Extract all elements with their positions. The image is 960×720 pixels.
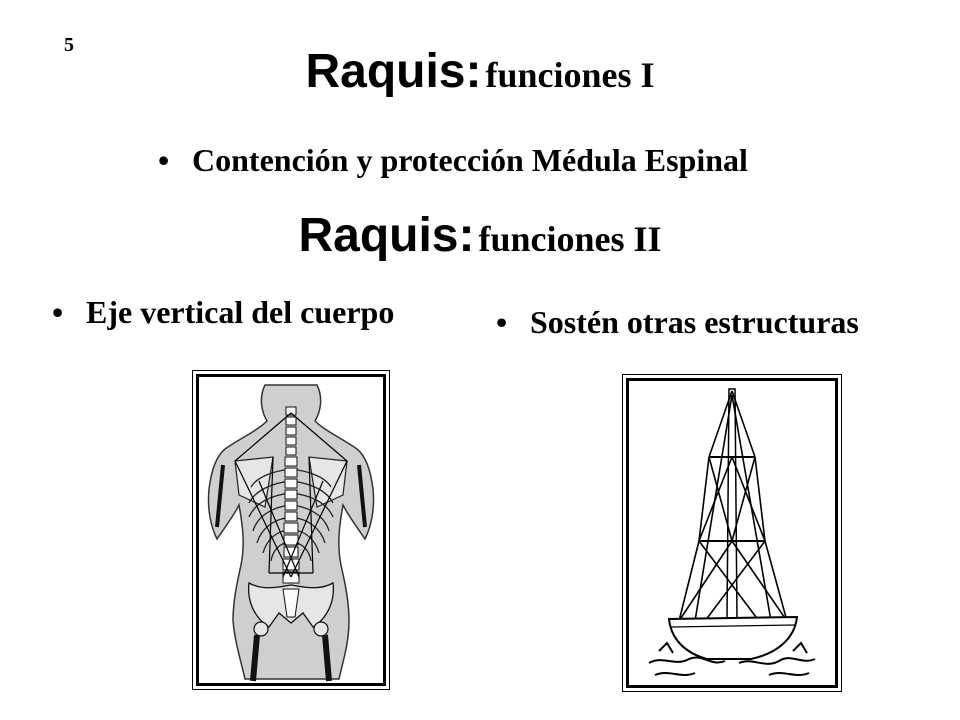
bullet-vertical-axis: • Eje vertical del cuerpo bbox=[52, 294, 394, 331]
bullet-containment-text: Contención y protección Médula Espinal bbox=[192, 142, 748, 178]
heading-functions-2: Raquis: funciones II bbox=[0, 208, 960, 263]
figure-sailboat-mast bbox=[622, 374, 842, 692]
heading-2-sub: funciones II bbox=[478, 219, 662, 259]
heading-functions-1: Raquis: funciones I bbox=[0, 44, 960, 99]
bullet-support: • Sostén otras estructuras bbox=[496, 304, 859, 341]
heading-2-main: Raquis: bbox=[298, 209, 475, 262]
bullet-dot: • bbox=[52, 294, 64, 330]
bullet-dot: • bbox=[496, 304, 508, 340]
bullet-dot: • bbox=[158, 142, 170, 178]
human-back-skeleton-icon bbox=[207, 384, 375, 682]
bullet-containment: • Contención y protección Médula Espinal bbox=[158, 142, 748, 179]
bullet-vertical-axis-text: Eje vertical del cuerpo bbox=[86, 294, 395, 330]
heading-1-sub: funciones I bbox=[485, 55, 655, 95]
figure-human-back bbox=[192, 370, 390, 690]
heading-1-main: Raquis: bbox=[305, 45, 482, 98]
bullet-support-text: Sostén otras estructuras bbox=[530, 304, 859, 340]
slide-number: 5 bbox=[64, 34, 74, 56]
sailboat-mast-rigging-icon bbox=[648, 388, 816, 676]
